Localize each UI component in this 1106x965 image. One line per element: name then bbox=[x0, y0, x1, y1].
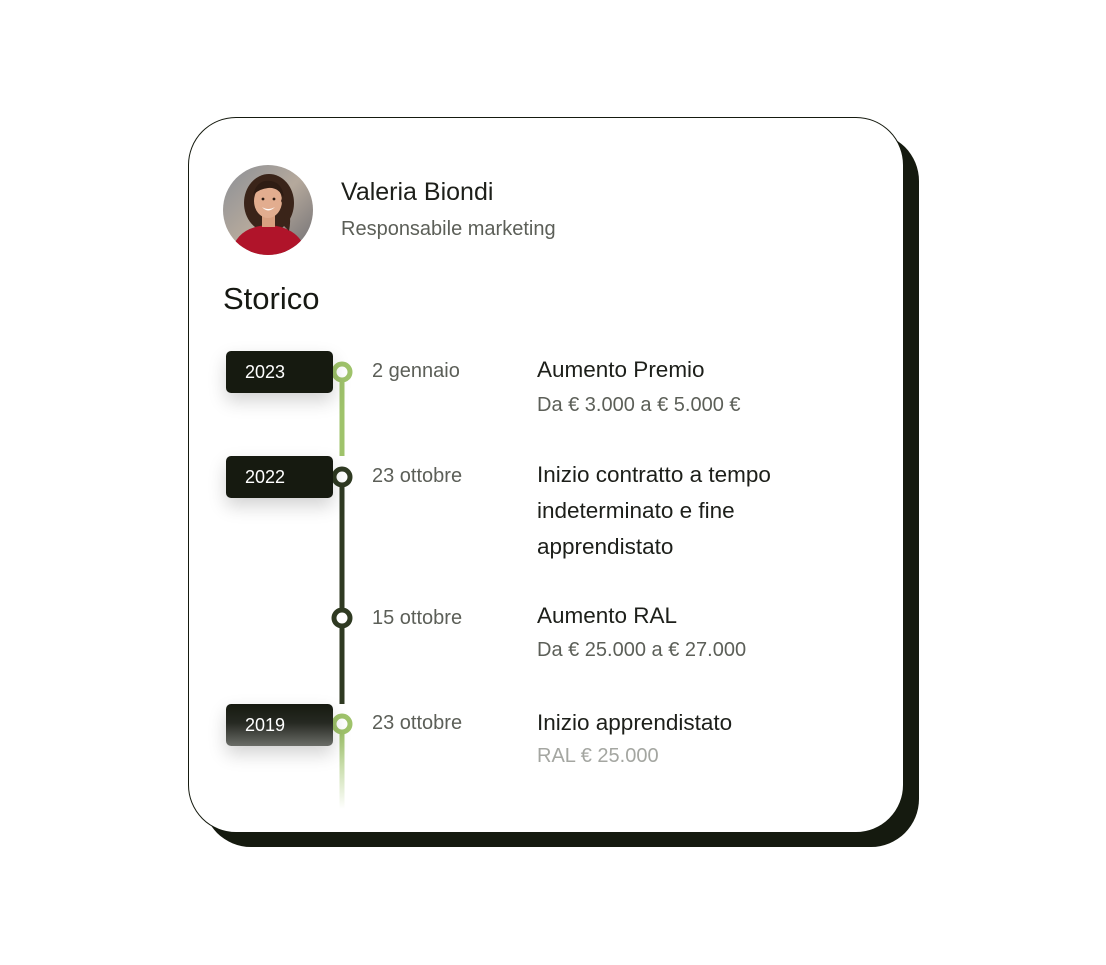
avatar bbox=[223, 165, 313, 255]
event-date: 2 gennaio bbox=[372, 360, 460, 382]
event-date: 23 ottobre bbox=[372, 465, 463, 487]
timeline-node-icon bbox=[331, 607, 353, 629]
history-title: Storico bbox=[223, 281, 320, 316]
year-tag: 2022 bbox=[226, 456, 333, 498]
timeline-node-icon bbox=[331, 361, 353, 383]
timeline-node-icon bbox=[331, 713, 353, 735]
year-tag: 2019 bbox=[226, 704, 333, 746]
event-date: 23 ottobre bbox=[372, 712, 463, 734]
event-title: Inizio contratto a tempo indeterminato e… bbox=[537, 462, 771, 559]
event-title: Aumento Premio bbox=[537, 357, 705, 382]
event-detail: RAL € 25.000 bbox=[537, 745, 659, 767]
event-date: 15 ottobre bbox=[372, 607, 463, 629]
event-title: Inizio apprendistato bbox=[537, 710, 733, 735]
timeline-line bbox=[331, 361, 353, 809]
event-detail: Da € 3.000 a € 5.000 € bbox=[537, 394, 741, 416]
person-role: Responsabile marketing bbox=[341, 218, 556, 240]
event-detail: Da € 25.000 a € 27.000 bbox=[537, 639, 747, 661]
person-name: Valeria Biondi bbox=[341, 178, 494, 206]
year-tag: 2023 bbox=[226, 351, 333, 393]
timeline-node-icon bbox=[331, 466, 353, 488]
event-title: Aumento RAL bbox=[537, 603, 678, 628]
profile-history-card: Valeria Biondi Responsabile marketing St… bbox=[188, 117, 904, 833]
